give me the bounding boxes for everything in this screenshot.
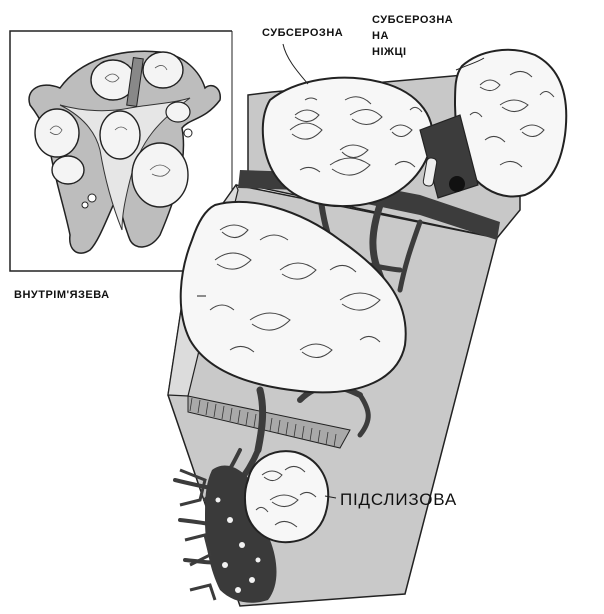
inset-fibroid-left-lower xyxy=(52,156,84,184)
label-pedunculated-line2: НА xyxy=(372,28,453,44)
inset-fibroid-left-wall xyxy=(35,109,79,157)
inset-small-nodule-2 xyxy=(82,202,88,208)
label-subserosal: СУБСЕРОЗНА xyxy=(262,27,343,39)
uterine-wall-section xyxy=(168,44,566,606)
label-pedunculated-line1: СУБСЕРОЗНА xyxy=(372,12,453,28)
inset-fibroid-right-wall xyxy=(132,143,188,207)
inset-small-nodule-3 xyxy=(184,129,192,137)
inset-fibroid-cavity xyxy=(100,111,140,159)
label-submucosal: ПІДСЛИЗОВА xyxy=(340,490,457,510)
inset-fibroid-fundal-right xyxy=(143,52,183,88)
label-pedunculated-line3: НІЖЦІ xyxy=(372,44,453,60)
leader-subserosal xyxy=(283,44,308,84)
inset-fibroid-right-top xyxy=(166,102,190,122)
inset-small-nodule-1 xyxy=(88,194,96,202)
label-intramural: ВНУТРІМ'ЯЗЕВА xyxy=(14,289,110,301)
label-pedunculated-subserosal: СУБСЕРОЗНА НА НІЖЦІ xyxy=(372,12,453,60)
stalk-vessel-dark xyxy=(449,176,465,192)
